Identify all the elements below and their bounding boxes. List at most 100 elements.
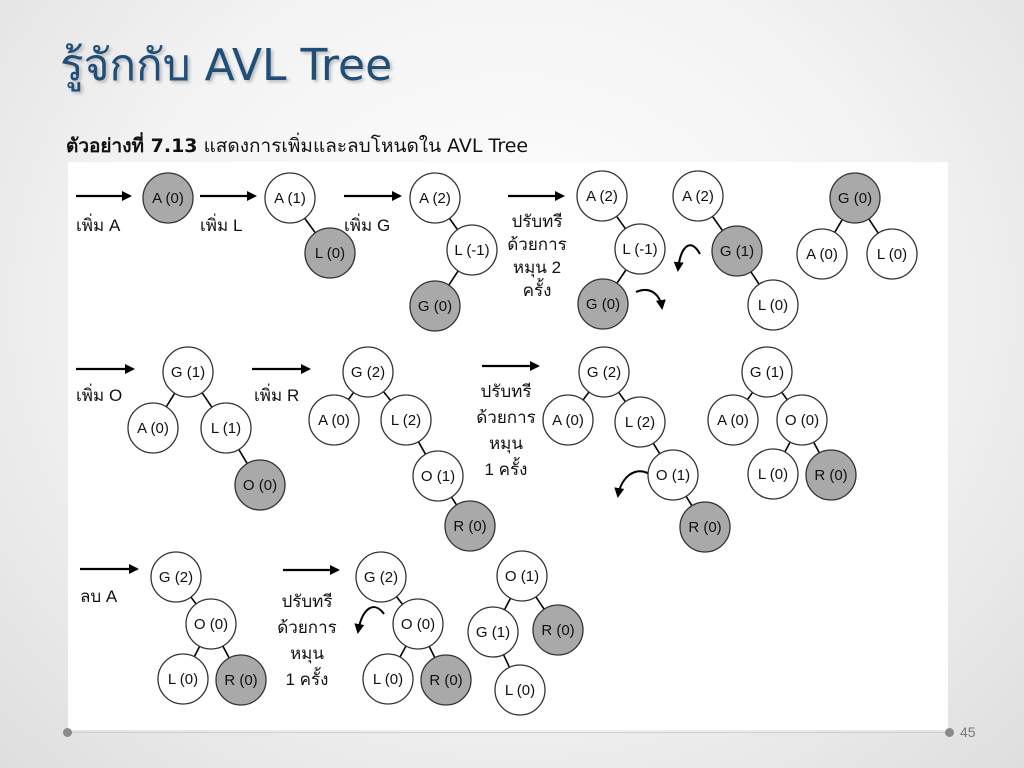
- tree-node-label: O (1): [656, 467, 690, 484]
- tree-node: [614, 396, 666, 448]
- tree-node: [412, 450, 464, 502]
- rotation-left-arrow: [635, 289, 666, 310]
- tree-node-label: L (-1): [622, 241, 657, 258]
- tree-node-label: G (0): [838, 190, 872, 207]
- footer-rule: [68, 732, 952, 733]
- tree-node-new: [444, 500, 496, 552]
- tree-t7: G (1)A (0)L (1)O (0): [127, 346, 286, 511]
- tree-node-label: O (0): [785, 412, 819, 429]
- tree-node-label: A (2): [586, 188, 618, 205]
- tree-edge: [193, 645, 201, 658]
- tree-node: [362, 653, 414, 705]
- tree-node-label: A (1): [274, 190, 306, 207]
- tree-node-label: O (0): [194, 616, 228, 633]
- tree-edge: [395, 596, 404, 605]
- tree-node-new: [215, 654, 267, 706]
- tree-edge: [535, 596, 545, 610]
- tree-node-label: A (2): [419, 190, 451, 207]
- tree-node-new: [142, 172, 194, 224]
- tree-t1: A (0): [142, 172, 194, 224]
- tree-node-label: G (2): [364, 569, 398, 586]
- tree-t9: G (2) A (0) L (2) O (1) R (0): [542, 346, 731, 553]
- step-rebalance-single-1-label-line: ด้วยการ: [476, 408, 536, 427]
- tree-node: [446, 224, 498, 276]
- tree-edge: [750, 271, 760, 285]
- tree-node: [542, 394, 594, 446]
- tree-node: [747, 448, 799, 500]
- tree-node-new: [711, 225, 763, 277]
- tree-t13: O (1)G (1)R (0)L (0): [467, 550, 584, 716]
- step-rebalance-single-2-label-line: 1 ครั้ง: [286, 667, 329, 689]
- tree-edge: [834, 219, 843, 233]
- footer-dot-right: [945, 728, 954, 737]
- tree-node-label: L (0): [877, 246, 907, 263]
- tree-node-label: R (0): [453, 518, 486, 535]
- step-rebalance-double-label-line: ครั้ง: [523, 278, 552, 300]
- tree-node-label: A (0): [552, 412, 584, 429]
- tree-node: [185, 598, 237, 650]
- tree-node-new: [409, 280, 461, 332]
- tree-edge: [685, 495, 693, 507]
- tree-node-label: O (1): [421, 468, 455, 485]
- tree-node: [576, 170, 628, 222]
- tree-node: [264, 172, 316, 224]
- step-delete-a-label: ลบ A: [80, 587, 118, 606]
- tree-node-label: R (0): [814, 467, 847, 484]
- tree-node-label: R (0): [688, 519, 721, 536]
- tree-node-label: G (2): [159, 569, 193, 586]
- tree-node: [494, 664, 546, 716]
- tree-edge: [503, 597, 512, 611]
- step-add-g-label: เพิ่ม G: [344, 213, 390, 235]
- tree-node-label: L (-1): [454, 242, 489, 259]
- tree-edge: [304, 217, 316, 234]
- tree-node-label: A (0): [318, 412, 350, 429]
- tree-node: [157, 653, 209, 705]
- tree-node-label: A (0): [717, 412, 749, 429]
- tree-edge: [812, 441, 821, 454]
- tree-t3: A (2)L (-1)G (0): [409, 172, 498, 332]
- tree-node-new: [234, 459, 286, 511]
- tree-node-new: [420, 654, 472, 706]
- tree-node: [392, 598, 444, 650]
- rotation-left-arrow: [354, 606, 385, 634]
- tree-node: [614, 223, 666, 275]
- tree-node-label: L (0): [505, 682, 535, 699]
- tree-t10: G (1)A (0)O (0)L (0)R (0): [707, 346, 857, 501]
- tree-node: [672, 170, 724, 222]
- tree-node: [776, 394, 828, 446]
- tree-edge: [417, 441, 427, 455]
- tree-node-label: G (2): [351, 364, 385, 381]
- tree-node-label: R (0): [541, 622, 574, 639]
- tree-edge: [448, 217, 459, 231]
- tree-node-label: A (0): [806, 246, 838, 263]
- page-number: 45: [960, 724, 976, 740]
- step-rebalance-single-2-label-line: หมุน: [290, 644, 324, 664]
- tree-node-label: G (1): [720, 243, 754, 260]
- tree-node: [409, 172, 461, 224]
- tree-node-label: G (1): [476, 624, 510, 641]
- step-rebalance-single-2-label-line: ปรับทรี: [281, 592, 332, 611]
- step-add-l-label: เพิ่ม L: [200, 213, 242, 235]
- tree-node-new: [805, 449, 857, 501]
- tree-edge: [617, 391, 627, 403]
- tree-edge: [222, 645, 230, 659]
- tree-node-label: A (2): [682, 188, 714, 205]
- tree-edge: [448, 270, 459, 286]
- rotation-right-arrow: [673, 244, 701, 272]
- tree-node-label: R (0): [429, 672, 462, 689]
- tree-node: [578, 346, 630, 398]
- step-rebalance-double-label-line: ปรับทรี: [511, 212, 562, 231]
- tree-node-label: G (2): [587, 364, 621, 381]
- tree-node-label: L (2): [625, 414, 655, 431]
- tree-t5: A (2)G (1)L (0): [672, 170, 799, 331]
- tree-edge: [746, 391, 754, 401]
- step-rebalance-single-1-label-line: หมุน: [489, 434, 523, 454]
- tree-node-label: R (0): [224, 672, 257, 689]
- tree-edge: [868, 218, 879, 234]
- tree-edge: [781, 391, 788, 401]
- step-rebalance-double-label-line: ด้วยการ: [507, 235, 567, 254]
- tree-node: [866, 228, 918, 280]
- tree-node-label: G (1): [750, 364, 784, 381]
